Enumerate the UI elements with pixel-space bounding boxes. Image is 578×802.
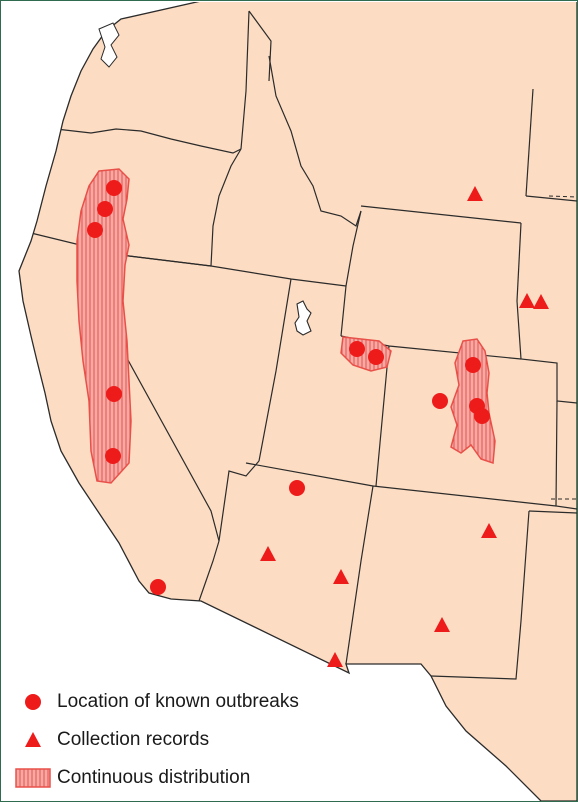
border-mt-nd bbox=[525, 88, 534, 197]
outbreak-marker bbox=[97, 201, 113, 217]
border-ca-az bbox=[198, 540, 220, 602]
border-or-id bbox=[210, 148, 242, 267]
outbreak-marker bbox=[432, 393, 448, 409]
collection-marker bbox=[533, 294, 549, 309]
border-ne bbox=[516, 300, 577, 404]
outbreak-marker bbox=[289, 480, 305, 496]
collection-marker bbox=[260, 546, 276, 561]
outbreak-marker bbox=[105, 448, 121, 464]
legend-label-distribution: Continuous distribution bbox=[57, 767, 251, 788]
outbreak-marker bbox=[106, 180, 122, 196]
collection-marker bbox=[467, 186, 483, 201]
outbreak-marker bbox=[87, 222, 103, 238]
filled-circle-icon bbox=[25, 694, 41, 710]
border-ut-az bbox=[245, 462, 374, 487]
border-mt-wy bbox=[360, 205, 522, 224]
legend-label-collections: Collection records bbox=[57, 729, 210, 750]
border-nv-az bbox=[218, 460, 260, 542]
collection-markers bbox=[260, 186, 549, 667]
outbreak-marker bbox=[474, 408, 490, 424]
border-tx-ok bbox=[528, 510, 577, 514]
land-area bbox=[18, 1, 577, 801]
border-co-nm bbox=[372, 485, 557, 507]
legend-label-outbreaks: Location of known outbreaks bbox=[57, 691, 299, 712]
hatched-rectangle-icon bbox=[15, 768, 51, 788]
outbreak-marker bbox=[368, 349, 384, 365]
border-id-mt bbox=[268, 55, 362, 227]
distribution-area-california bbox=[76, 168, 132, 484]
border-id-wy bbox=[345, 210, 362, 287]
border-nd-sd bbox=[525, 195, 577, 202]
great-salt-lake bbox=[294, 300, 312, 336]
outbreak-marker bbox=[465, 357, 481, 373]
collection-marker bbox=[481, 523, 497, 538]
border-id-south bbox=[120, 254, 347, 287]
outbreak-marker bbox=[150, 579, 166, 595]
puget-sound-outline bbox=[98, 22, 120, 68]
border-nm-tx bbox=[430, 510, 530, 680]
collection-marker bbox=[519, 293, 535, 308]
border-az-nm bbox=[345, 485, 374, 665]
border-co-ks bbox=[555, 400, 577, 510]
border-ut-co bbox=[375, 345, 390, 487]
border-id-mt-north bbox=[248, 10, 272, 82]
border-wy-sd bbox=[516, 222, 522, 302]
filled-triangle-icon bbox=[25, 732, 41, 747]
border-wa-or bbox=[55, 128, 242, 154]
outbreak-marker bbox=[349, 341, 365, 357]
border-dashed-sd bbox=[548, 195, 577, 198]
border-wa-id bbox=[240, 10, 250, 150]
outbreak-marker bbox=[106, 386, 122, 402]
collection-marker bbox=[327, 652, 343, 667]
collection-marker bbox=[333, 569, 349, 584]
outbreak-markers bbox=[87, 180, 490, 595]
collection-marker bbox=[434, 617, 450, 632]
border-wy-ut bbox=[340, 285, 347, 337]
border-nv-ut bbox=[258, 278, 292, 462]
